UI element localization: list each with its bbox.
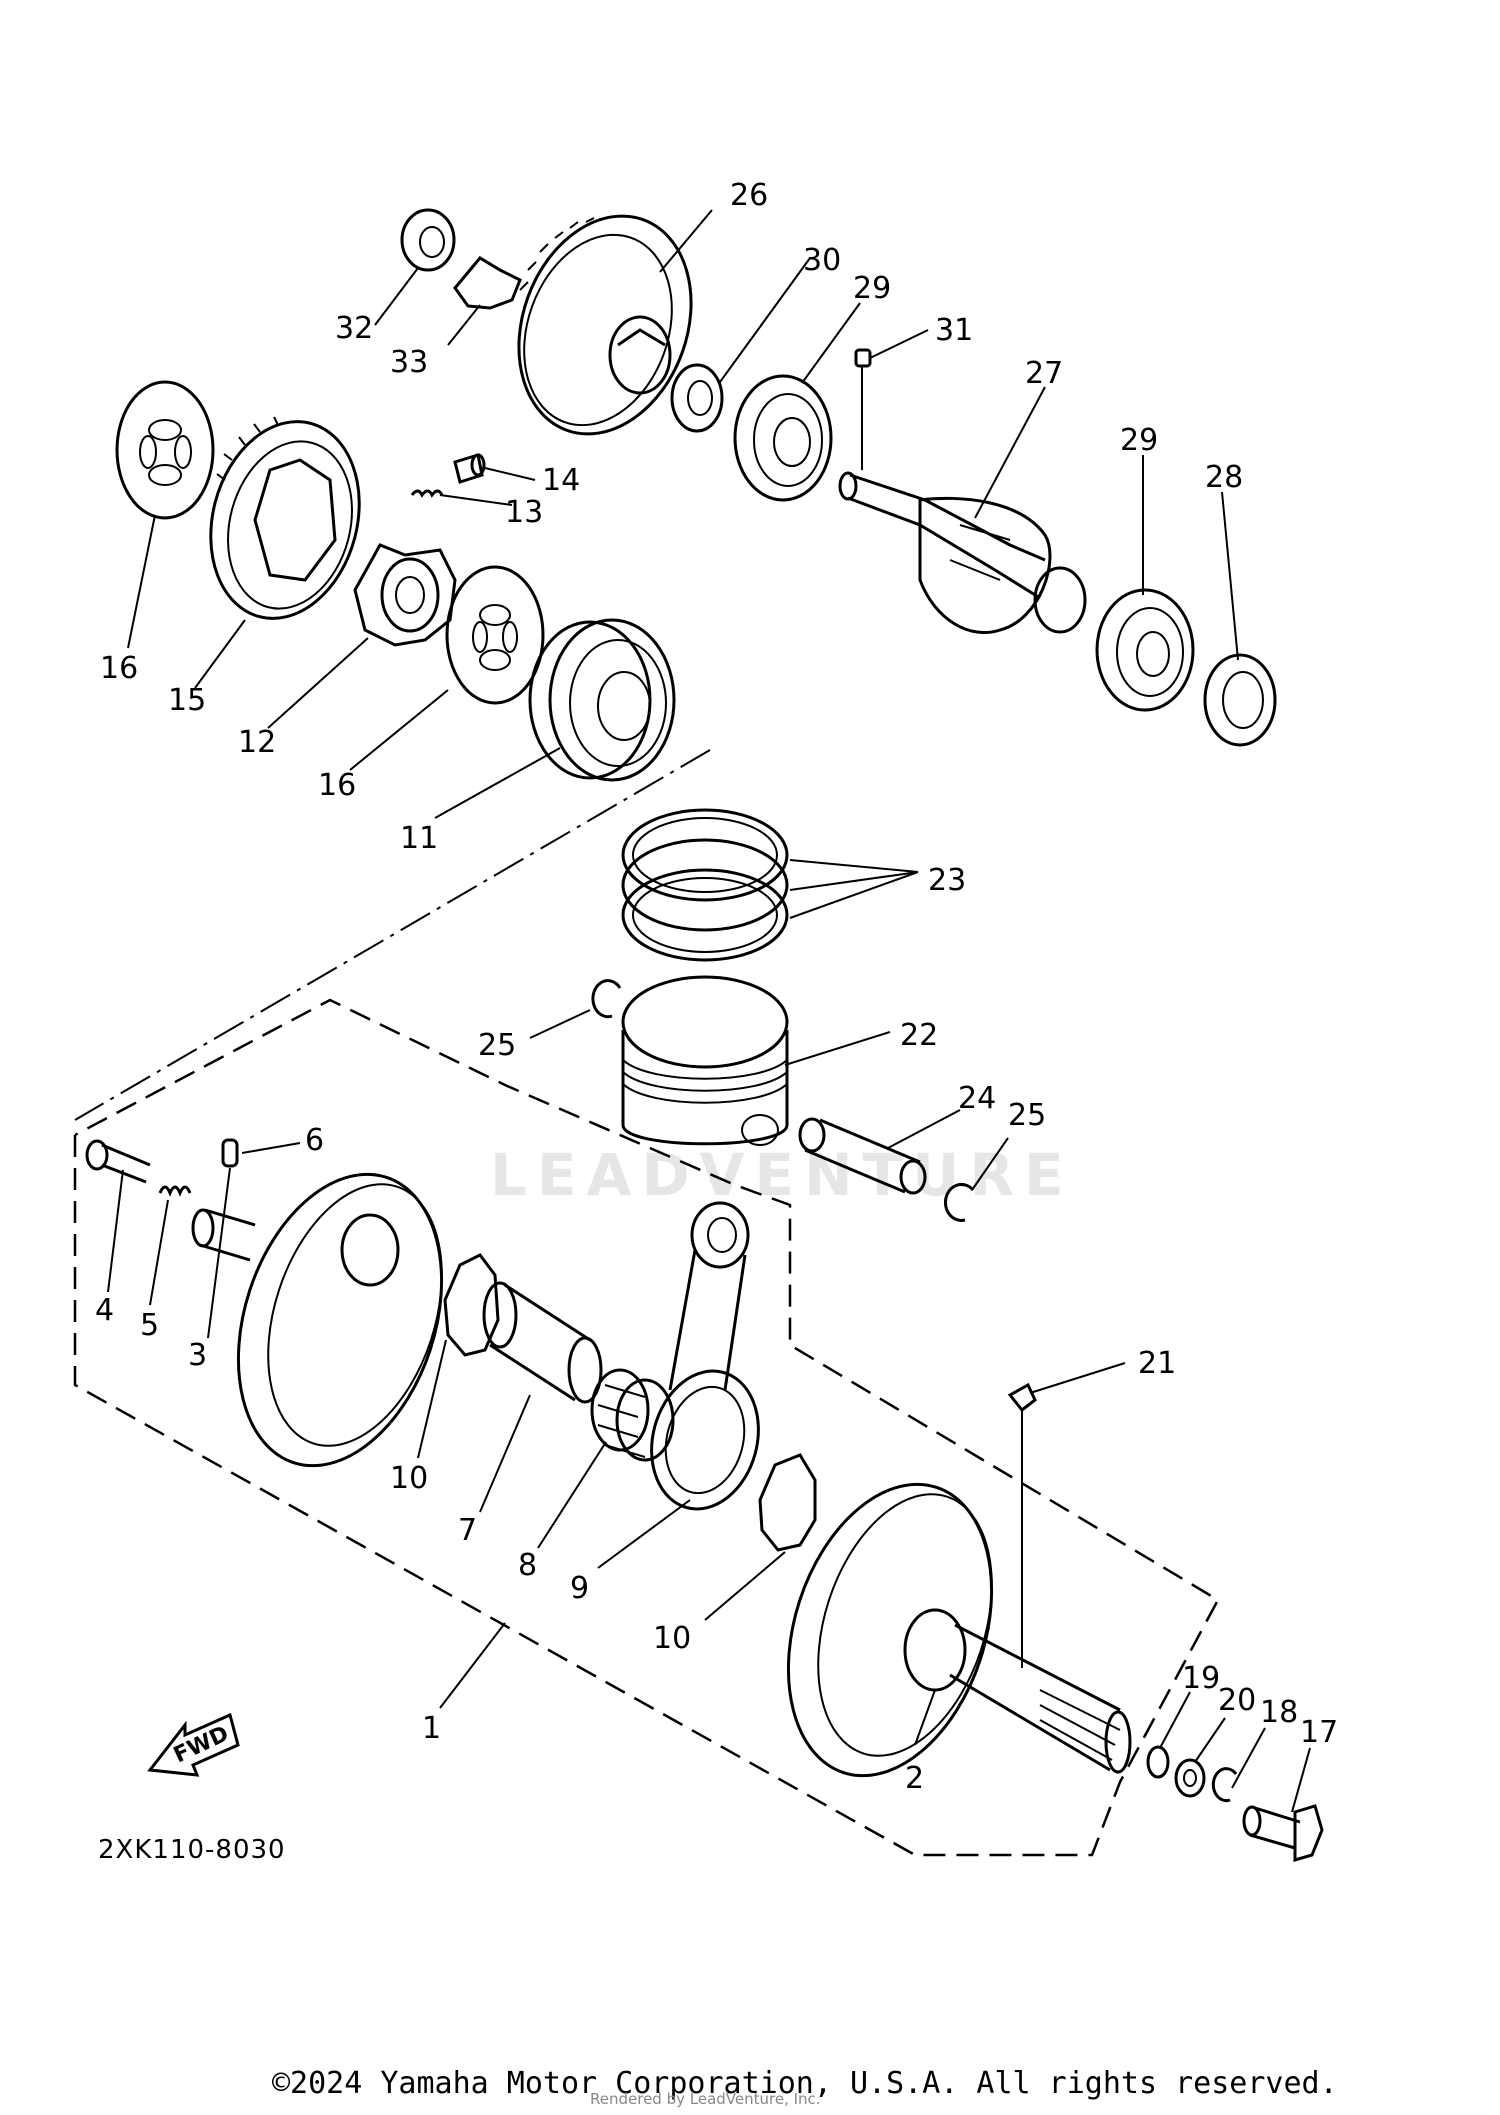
bolt-17-drawing — [1242, 1804, 1324, 1863]
plate-16-center-drawing — [445, 565, 545, 705]
callout-14: 14 — [542, 463, 580, 498]
callout-19: 19 — [1182, 1661, 1220, 1696]
callout-28: 28 — [1205, 460, 1243, 495]
callout-18: 18 — [1260, 1695, 1298, 1730]
callout-3: 3 — [188, 1338, 207, 1373]
connecting-rod-9-drawing — [650, 1201, 760, 1511]
callout-13: 13 — [505, 495, 543, 530]
callout-1: 1 — [422, 1711, 441, 1746]
callout-16-center: 16 — [318, 768, 356, 803]
piston-pin-24-drawing — [798, 1117, 927, 1195]
bearing-alignment-line — [74, 749, 711, 1121]
callout-17: 17 — [1300, 1715, 1338, 1750]
callout-2: 2 — [905, 1761, 924, 1796]
callout-12: 12 — [238, 725, 276, 760]
bearing-29-lower-drawing — [1095, 588, 1195, 712]
callout-26: 26 — [730, 178, 768, 213]
balancer-shaft-27-drawing — [838, 471, 1087, 635]
seal-28-drawing — [1203, 653, 1277, 747]
o-ring-19-drawing — [1146, 1745, 1170, 1779]
rendered-by-credit: Rendered by LeadVenture, Inc. — [590, 2090, 821, 2108]
needle-bearing-8-drawing — [590, 1368, 675, 1462]
callout-labels: 26 30 29 31 27 29 28 32 33 14 13 16 15 1… — [95, 178, 1338, 1796]
callout-20: 20 — [1218, 1683, 1256, 1718]
callout-33: 33 — [390, 345, 428, 380]
crankshaft-assembly-boundary — [73, 998, 1220, 1857]
lock-washer-33-drawing — [453, 256, 522, 310]
gear-15-drawing — [209, 416, 361, 620]
nut-32-drawing — [400, 208, 456, 272]
balancer-gear-26-drawing — [517, 214, 693, 436]
callout-21: 21 — [1138, 1346, 1176, 1381]
plate-16-left-drawing — [115, 380, 215, 520]
callout-24: 24 — [958, 1081, 996, 1116]
piston-rings-23-drawing — [621, 808, 789, 962]
callout-5: 5 — [140, 1308, 159, 1343]
callout-23: 23 — [928, 863, 966, 898]
crank-left-3-drawing — [191, 1172, 444, 1468]
crank-pin-7-drawing — [482, 1281, 603, 1404]
hub-12-drawing — [353, 543, 457, 647]
forward-direction-arrow: FWD — [147, 1712, 240, 1777]
spring-5-drawing — [158, 1185, 192, 1197]
lock-washer-18-drawing — [1211, 1767, 1238, 1803]
leader-lines — [107, 209, 1311, 1813]
bearing-11-drawing — [528, 618, 676, 782]
callout-32: 32 — [335, 311, 373, 346]
watermark-text: LEADVENTURE — [490, 1141, 1074, 1209]
callout-29-lower: 29 — [1120, 423, 1158, 458]
callout-4: 4 — [95, 1293, 114, 1328]
bolt-4-drawing — [85, 1139, 151, 1184]
callout-7: 7 — [458, 1513, 477, 1548]
callout-25-upper: 25 — [478, 1028, 516, 1063]
diagram-reference-code: 2XK110-8030 — [98, 1835, 286, 1865]
callout-15: 15 — [168, 683, 206, 718]
pin-6-drawing — [221, 1138, 239, 1168]
clip-25-lower-drawing — [944, 1182, 975, 1222]
spring-13-drawing — [410, 489, 444, 498]
callout-6: 6 — [305, 1123, 324, 1158]
callout-30: 30 — [803, 243, 841, 278]
clip-25-upper-drawing — [591, 979, 622, 1019]
callout-27: 27 — [1025, 356, 1063, 391]
pin-14-drawing — [453, 453, 486, 484]
key-31-drawing — [854, 348, 872, 368]
oil-seal-30-drawing — [670, 363, 724, 433]
key-21-drawing — [1007, 1382, 1037, 1413]
crank-right-2-drawing — [786, 1482, 1132, 1778]
callout-10-right: 10 — [653, 1621, 691, 1656]
callout-10-left: 10 — [390, 1461, 428, 1496]
callout-16-left: 16 — [100, 651, 138, 686]
callout-8: 8 — [518, 1548, 537, 1583]
callout-11: 11 — [400, 821, 438, 856]
piston-22-drawing — [621, 975, 789, 1146]
washer-10-right-drawing — [758, 1453, 817, 1552]
callout-9: 9 — [570, 1571, 589, 1606]
copyright-notice: ©2024 Yamaha Motor Corporation, U.S.A. A… — [272, 2066, 1338, 2101]
callout-31: 31 — [935, 313, 973, 348]
washer-10-left-drawing — [443, 1253, 500, 1357]
callout-29-upper: 29 — [853, 271, 891, 306]
callout-22: 22 — [900, 1018, 938, 1053]
bearing-29-upper-drawing — [733, 374, 833, 502]
callout-25-lower: 25 — [1008, 1098, 1046, 1133]
washer-20-drawing — [1174, 1758, 1206, 1798]
